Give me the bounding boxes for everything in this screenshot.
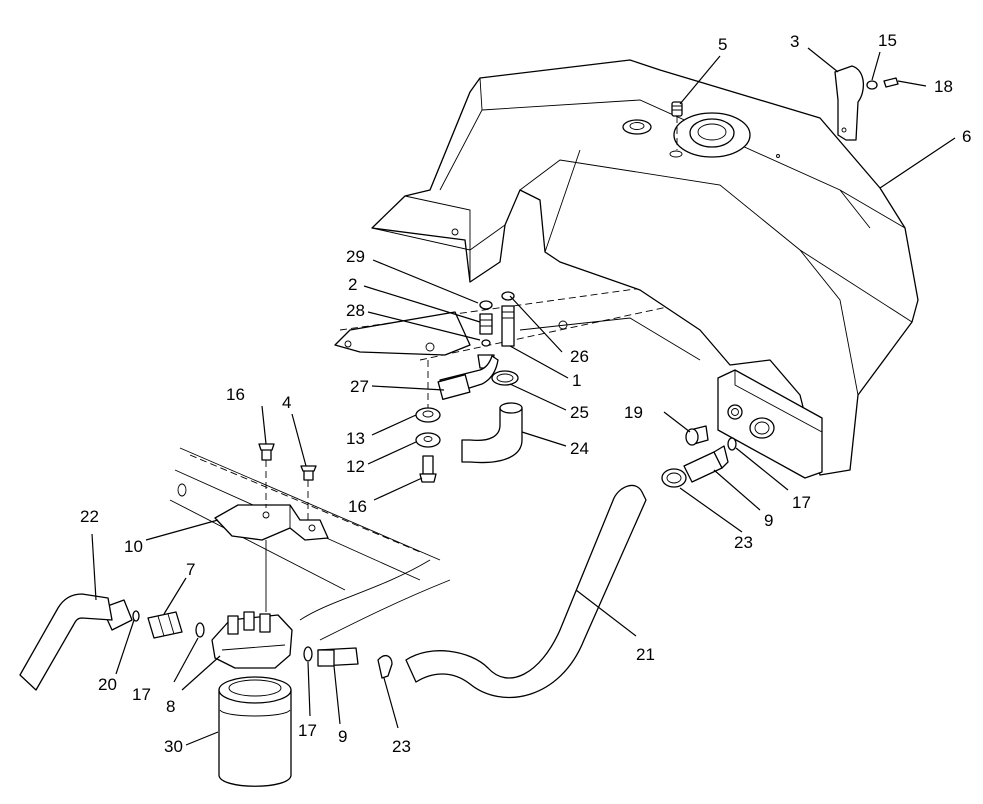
return-hose-assembly (437, 355, 523, 464)
callout-13: 13 (346, 429, 365, 448)
callout-7: 7 (186, 560, 195, 579)
tank-mount-bracket (834, 65, 899, 141)
callout-3: 3 (790, 32, 799, 51)
callout-15: 15 (878, 31, 897, 50)
callout-20: 20 (98, 675, 117, 694)
callout-26: 26 (570, 347, 589, 366)
callout-12: 12 (346, 457, 365, 476)
callout-21: 21 (636, 645, 655, 664)
vent-fitting (671, 101, 683, 150)
tank-outlet-fittings (477, 291, 515, 369)
callout-1: 1 (572, 371, 581, 390)
callout-9-bottom: 9 (338, 727, 347, 746)
callout-18: 18 (934, 77, 953, 96)
callout-24: 24 (570, 439, 589, 458)
callout-labels: 1 2 3 4 5 6 7 8 9 9 10 12 13 15 16 16 17… (80, 31, 971, 756)
callout-17-left: 17 (132, 685, 151, 704)
callout-30: 30 (164, 737, 183, 756)
filter-inlet-fittings (101, 599, 205, 639)
callout-22: 22 (80, 507, 99, 526)
mount-hardware (415, 360, 441, 483)
tank-bracket-plate (334, 311, 568, 356)
callout-16-mid: 16 (348, 497, 367, 516)
callout-17-right: 17 (792, 493, 811, 512)
callout-8: 8 (166, 697, 175, 716)
callout-leaders (91, 47, 956, 746)
callout-4: 4 (282, 393, 291, 412)
callout-17-bottom: 17 (298, 721, 317, 740)
fuel-filter-head (211, 611, 293, 669)
fuel-filter-element (218, 676, 292, 787)
callout-27: 27 (350, 377, 369, 396)
callout-5: 5 (718, 35, 727, 54)
tank-port-fittings (661, 425, 737, 488)
callout-23-right: 23 (734, 533, 753, 552)
callout-23-bottom: 23 (392, 737, 411, 756)
callout-16-top: 16 (226, 385, 245, 404)
callout-19: 19 (624, 403, 643, 422)
callout-25: 25 (570, 403, 589, 422)
filter-mount-bracket (214, 443, 329, 612)
callout-28: 28 (346, 301, 365, 320)
callout-2: 2 (348, 275, 357, 294)
fuel-tank (371, 59, 919, 479)
callout-29: 29 (346, 247, 365, 266)
fuel-line-inlet (19, 593, 113, 691)
callout-10: 10 (124, 537, 143, 556)
filter-outlet-fittings (303, 646, 393, 679)
callout-6: 6 (962, 127, 971, 146)
callout-9-right: 9 (764, 511, 773, 530)
fuel-supply-hose (405, 484, 647, 699)
